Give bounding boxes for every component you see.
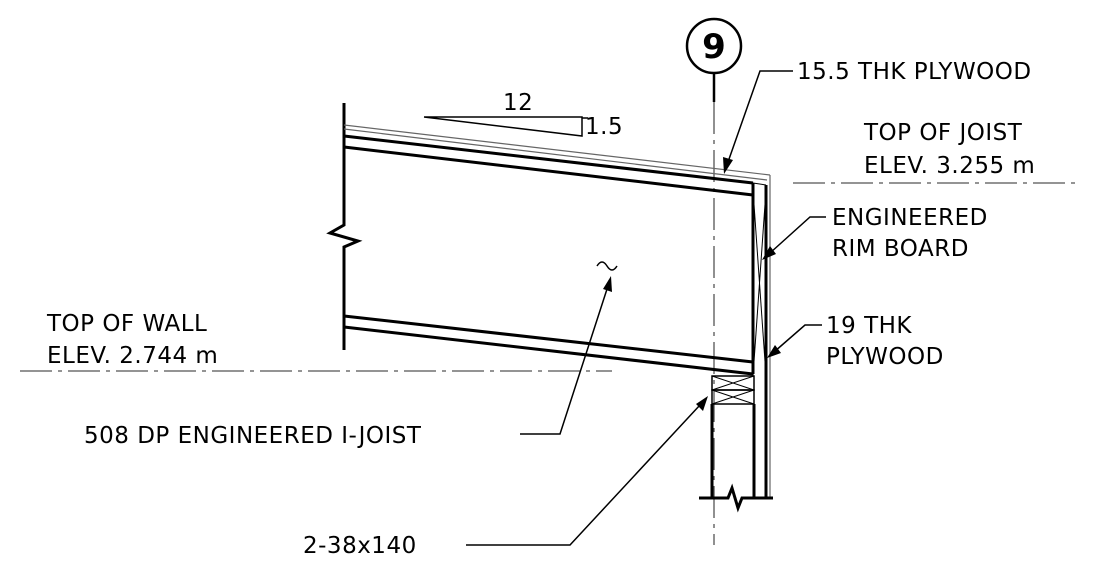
plywood-side-label-1: 19 THK (826, 313, 912, 339)
slope-rise-label: 1.5 (585, 114, 623, 140)
leader-plywood-top: 15.5 THK PLYWOOD (723, 59, 1032, 174)
top-of-joist-marker: TOP OF JOIST ELEV. 3.255 m (793, 120, 1080, 184)
wall-studs (699, 404, 773, 513)
top-of-wall-label-2: ELEV. 2.744 m (47, 343, 218, 369)
slope-run-label: 12 (503, 90, 533, 116)
rim-board (752, 182, 768, 498)
slope-indicator: 12 1.5 (423, 90, 623, 140)
rim-board-label-2: RIM BOARD (832, 236, 969, 262)
rim-board-label-1: ENGINEERED (832, 205, 988, 231)
top-plates (711, 375, 755, 405)
slope-triangle (423, 116, 583, 137)
top-of-wall-label-1: TOP OF WALL (46, 311, 207, 337)
ijoist-web-symbol (596, 261, 618, 271)
ijoist-label: 508 DP ENGINEERED I-JOIST (84, 423, 422, 449)
plates-label: 2-38x140 (303, 533, 417, 559)
leader-rim-board: ENGINEERED RIM BOARD (762, 205, 988, 262)
leader-ijoist: 508 DP ENGINEERED I-JOIST (84, 276, 612, 449)
leader-plates: 2-38x140 (303, 396, 708, 559)
plywood-side-label-2: PLYWOOD (826, 344, 944, 370)
top-of-joist-label-2: ELEV. 3.255 m (864, 153, 1035, 179)
grid-bubble-label: 9 (702, 27, 726, 67)
wall-break-line (699, 483, 773, 513)
top-of-joist-label-1: TOP OF JOIST (863, 120, 1023, 146)
plywood-top-label: 15.5 THK PLYWOOD (797, 59, 1032, 85)
roof-sheathing (343, 124, 771, 498)
ijoist-top-flange (343, 134, 754, 197)
leader-plywood-side: 19 THK PLYWOOD (767, 313, 944, 370)
grid-line-9: 9 (685, 17, 743, 545)
top-of-wall-marker: TOP OF WALL ELEV. 2.744 m (20, 311, 612, 372)
ijoist-bottom-flange (343, 314, 754, 376)
joist-break-line (326, 103, 363, 350)
